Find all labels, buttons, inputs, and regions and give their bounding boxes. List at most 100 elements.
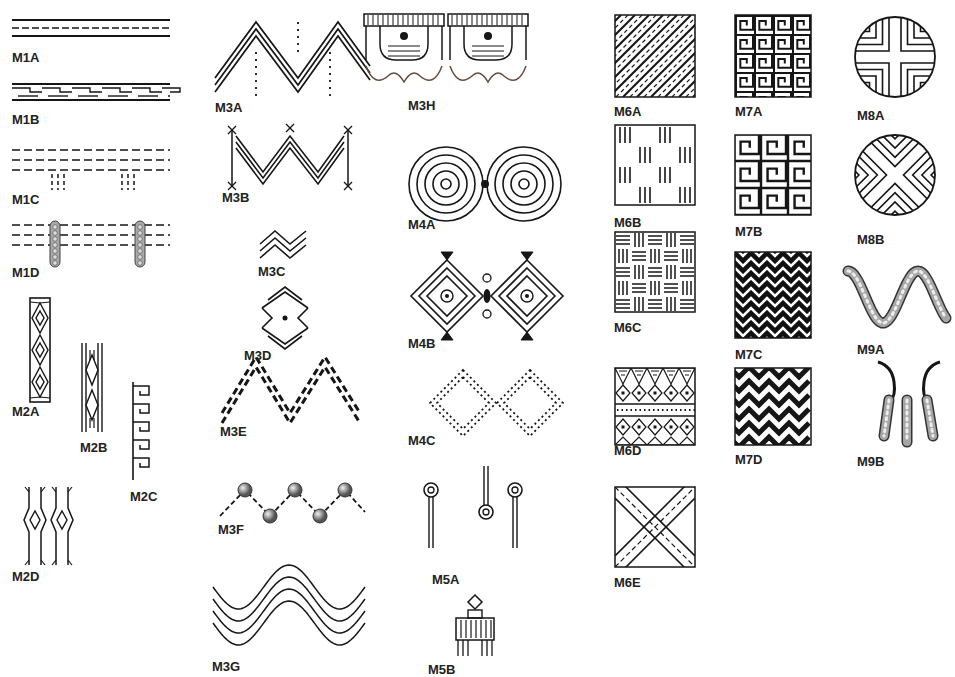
motif-stroke (484, 289, 491, 303)
motif-stroke (507, 276, 547, 316)
motif-stroke (12, 35, 170, 37)
motif-stroke (793, 73, 810, 91)
motif-stroke (616, 243, 630, 245)
motif-stroke (525, 26, 527, 60)
motif-stroke (670, 297, 672, 311)
motif-stroke (796, 157, 831, 192)
motif-stroke (364, 14, 444, 26)
motif-stroke (522, 15, 523, 25)
motif-stroke (487, 15, 488, 25)
motif-stroke (138, 231, 143, 236)
motif-stroke (297, 22, 299, 54)
motif-stroke (483, 274, 491, 282)
motif-stroke (736, 73, 753, 91)
motif-stroke (616, 239, 630, 241)
motif-stroke (329, 52, 331, 100)
motif-stroke (398, 15, 399, 25)
motif-stroke (680, 271, 694, 273)
motif-stroke (460, 620, 461, 638)
motif-stroke (735, 368, 811, 445)
motif-stroke (825, 0, 857, 19)
motif-stroke (12, 27, 170, 29)
motif-stroke (735, 135, 811, 215)
motif-stroke (648, 419, 662, 435)
motif-stroke (93, 418, 94, 428)
motif-stroke (647, 368, 663, 384)
motif-stroke (755, 16, 772, 34)
motif-stroke (12, 221, 170, 267)
motif-stroke (679, 15, 695, 97)
motif-stroke (629, 167, 631, 183)
motif-stroke (616, 299, 630, 301)
motif-stroke (25, 560, 29, 565)
motif-stroke (825, 0, 876, 38)
motif-stroke (472, 15, 473, 25)
motif-stroke (215, 29, 370, 85)
motif-stroke (850, 183, 941, 274)
motif-label: M1B (12, 112, 39, 127)
motif-stroke (138, 261, 143, 266)
motif-stroke (940, 0, 955, 12)
motif-stroke (456, 595, 494, 656)
motif-label: M6C (614, 320, 641, 335)
motif-stroke (72, 88, 102, 92)
motif-stroke (663, 368, 679, 384)
motif-stroke (417, 155, 475, 213)
motif-stroke (615, 476, 695, 578)
motif-stroke (615, 368, 695, 445)
motif-stroke (288, 483, 302, 497)
motif-stroke (615, 368, 695, 445)
motif-stroke (674, 265, 676, 279)
motif-label: M4B (408, 336, 435, 351)
motif-stroke (940, 102, 955, 127)
motif-stroke (615, 232, 695, 312)
motif-stroke (648, 235, 662, 237)
motif-stroke (642, 297, 644, 311)
motif-stroke (774, 16, 791, 34)
motif-stroke (735, 328, 811, 336)
motif-stroke (409, 147, 561, 221)
motif-stroke (477, 15, 478, 25)
motif-stroke (689, 147, 691, 163)
motif-stroke (411, 260, 483, 332)
motif-stroke (262, 287, 308, 349)
motif-stroke (617, 409, 695, 411)
motif-stroke (689, 187, 691, 203)
motif-stroke (135, 221, 145, 267)
motif-stroke (682, 281, 684, 295)
motif-stroke (365, 26, 367, 60)
motif-label: M2B (80, 440, 107, 455)
motif-stroke (634, 233, 636, 247)
motif-stroke (32, 367, 48, 397)
motif-stroke (615, 15, 695, 97)
motif-stroke (445, 294, 449, 298)
motif-stroke (487, 466, 488, 505)
motif-stroke (615, 487, 695, 556)
motif-stroke (462, 640, 463, 656)
motif-stroke (615, 15, 695, 97)
motif-stroke (644, 147, 646, 163)
motif-stroke (475, 620, 476, 638)
motif-label: M3B (222, 190, 249, 205)
motif-stroke (457, 15, 458, 25)
motif-stroke (848, 271, 946, 323)
motif-stroke (366, 66, 442, 82)
motif-stroke (93, 350, 94, 360)
motif-stroke (262, 292, 308, 308)
motif-stroke (52, 487, 56, 492)
motif-stroke (680, 419, 694, 435)
motif-stroke (735, 368, 809, 377)
motif-stroke (132, 382, 134, 480)
motif-stroke (638, 297, 640, 311)
motif-stroke (82, 343, 102, 432)
motif-stroke (921, 0, 955, 32)
motif-stroke (441, 332, 453, 340)
motif-stroke (736, 35, 753, 53)
motif-stroke (642, 233, 644, 247)
motif-stroke (411, 252, 563, 340)
motif-stroke (428, 487, 434, 493)
motif-stroke (736, 16, 810, 97)
motif-stroke (735, 252, 811, 338)
motif-stroke (887, 76, 904, 93)
